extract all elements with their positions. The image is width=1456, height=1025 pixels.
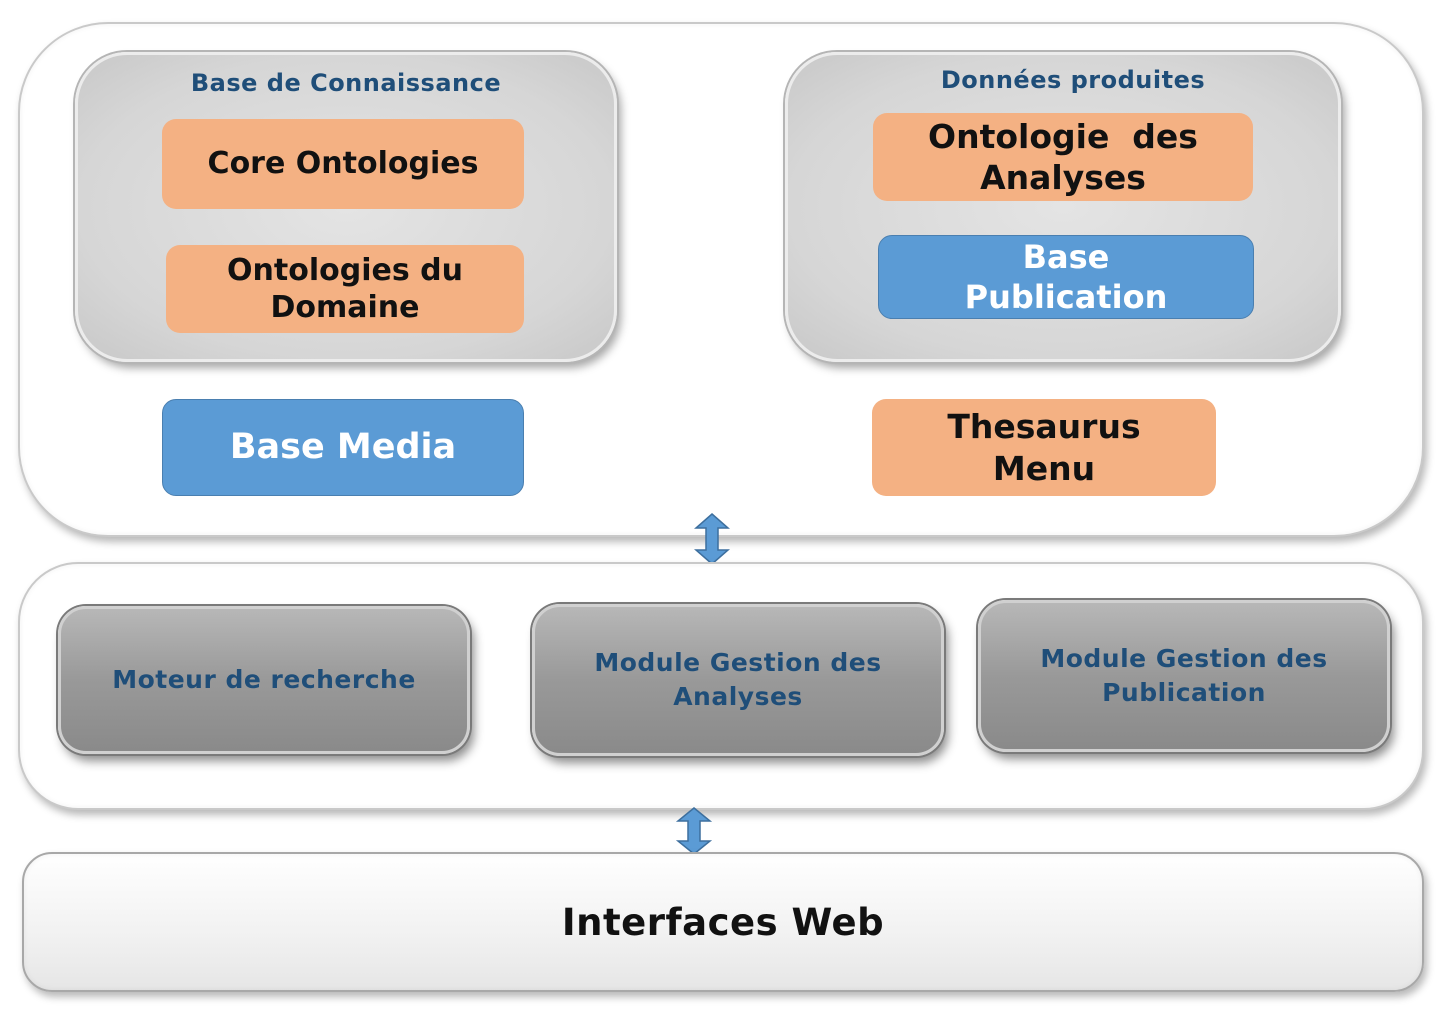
publication-management-module: Module Gestion des Publication bbox=[978, 600, 1390, 752]
search-engine-module: Moteur de recherche bbox=[58, 606, 470, 754]
web-interfaces-label: Interfaces Web bbox=[561, 900, 885, 944]
double-arrow-icon bbox=[694, 513, 730, 565]
domain-ontologies-box: Ontologies du Domaine bbox=[166, 245, 524, 333]
web-interfaces-panel: Interfaces Web bbox=[22, 852, 1424, 992]
thesaurus-menu-box: Thesaurus Menu bbox=[872, 399, 1216, 496]
publication-base-box: Base Publication bbox=[878, 235, 1254, 319]
knowledge-base-title: Base de Connaissance bbox=[190, 69, 502, 97]
media-base-box: Base Media bbox=[162, 399, 524, 496]
produced-data-title: Données produites bbox=[940, 66, 1206, 94]
analysis-management-module: Module Gestion des Analyses bbox=[532, 604, 944, 756]
produced-data-group: Données produites Ontologie des Analyses… bbox=[785, 52, 1341, 362]
analysis-ontology-box: Ontologie des Analyses bbox=[873, 113, 1253, 201]
double-arrow-icon bbox=[675, 807, 713, 855]
knowledge-base-group: Base de Connaissance Core Ontologies Ont… bbox=[75, 52, 617, 362]
core-ontologies-box: Core Ontologies bbox=[162, 119, 524, 209]
